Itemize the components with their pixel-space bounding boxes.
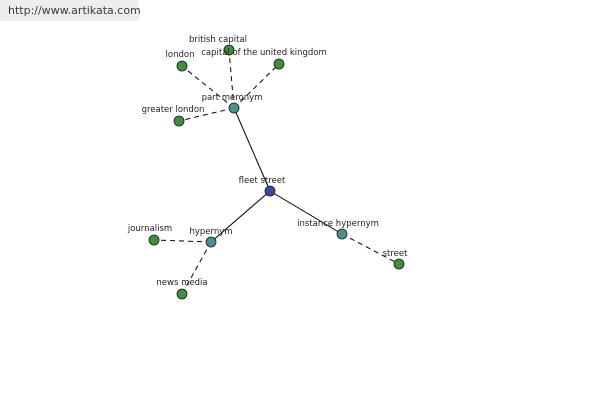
node-journalism[interactable] [148, 234, 160, 246]
node-british-capital[interactable] [223, 44, 235, 56]
label-street: street [383, 249, 409, 259]
node-news-media[interactable] [176, 288, 188, 300]
edges-layer [153, 49, 400, 295]
edge-part-meronym-capital-of-uk [233, 63, 280, 109]
node-instance-hypernym[interactable] [336, 228, 348, 240]
label-greater-london: greater london [142, 105, 205, 115]
node-fleet-street[interactable] [264, 185, 276, 197]
edge-fleet-street-hypernym [210, 190, 271, 243]
label-part-meronym: part meronym [202, 93, 263, 103]
label-instance-hypernym: instance hypernym [297, 219, 379, 229]
node-hypernym[interactable] [205, 236, 217, 248]
edge-hypernym-news-media [181, 241, 212, 295]
node-greater-london[interactable] [173, 115, 185, 127]
edge-fleet-street-instance-hypernym [269, 190, 343, 235]
edge-part-meronym-london [181, 65, 235, 109]
label-capital-of-uk: capital of the united kingdom [201, 48, 327, 58]
edge-hypernym-journalism [153, 239, 212, 243]
edge-part-meronym-greater-london [178, 107, 235, 122]
node-street[interactable] [393, 258, 405, 270]
label-british-capital: british capital [189, 35, 247, 45]
label-london: london [166, 50, 195, 60]
node-capital-of-uk[interactable] [273, 58, 285, 70]
edge-part-meronym-british-capital [228, 49, 235, 109]
nodes-layer [148, 44, 405, 300]
node-part-meronym[interactable] [228, 102, 240, 114]
label-fleet-street: fleet street [239, 176, 286, 186]
edge-fleet-street-part-meronym [233, 107, 271, 192]
labels-layer: fleet street part meronym hypernym instance… [127, 35, 408, 288]
watermark-url: http://www.artikata.com [0, 0, 141, 21]
label-hypernym: hypernym [189, 227, 232, 237]
label-journalism: journalism [127, 224, 172, 234]
node-london[interactable] [176, 60, 188, 72]
label-news-media: news media [156, 278, 207, 288]
edge-instance-hypernym-street [341, 233, 400, 265]
